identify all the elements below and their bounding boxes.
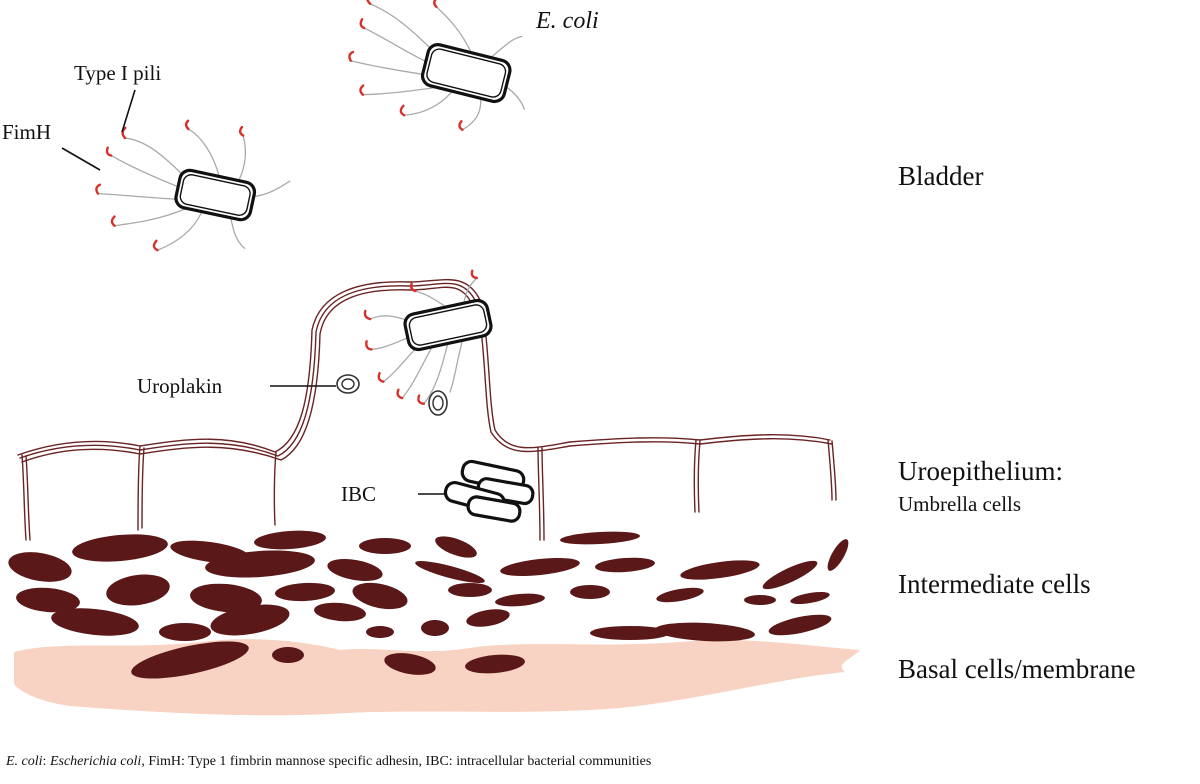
caption-species: Escherichia coli — [49, 754, 142, 769]
ecoli-bacterium-top — [348, 0, 525, 131]
figure-caption: E. coli: Escherichia coli, FimH: Type 1 … — [6, 754, 1196, 770]
ecoli-bacterium-left — [95, 119, 291, 252]
fimh-label: FimH — [2, 120, 51, 144]
fimh-leader — [61, 147, 101, 171]
caption-sep: : — [42, 754, 50, 769]
basal-cells-label: Basal cells/membrane — [898, 654, 1136, 684]
ecoli-bacterium-attached — [363, 269, 493, 405]
caption-rest: , FimH: Type 1 fimbrin mannose specific … — [141, 754, 652, 769]
ibc-cluster — [443, 459, 535, 523]
ecoli-label: E. coli — [535, 8, 599, 34]
caption-abbrev: E. coli — [6, 754, 43, 769]
intermediate-cells-label: Intermediate cells — [898, 569, 1091, 599]
uroplakin-label: Uroplakin — [137, 374, 223, 398]
uroplakin-receptors — [336, 374, 448, 416]
umbrella-cell-walls — [17, 278, 837, 541]
type1-pili-label: Type I pili — [74, 61, 161, 85]
bladder-label: Bladder — [898, 161, 983, 191]
intermediate-cells — [8, 530, 849, 679]
uroepithelium-label: Uroepithelium: — [898, 456, 1063, 486]
type1-pili-leader — [121, 89, 136, 133]
ibc-label: IBC — [341, 482, 376, 506]
umbrella-cells-label: Umbrella cells — [898, 492, 1021, 516]
